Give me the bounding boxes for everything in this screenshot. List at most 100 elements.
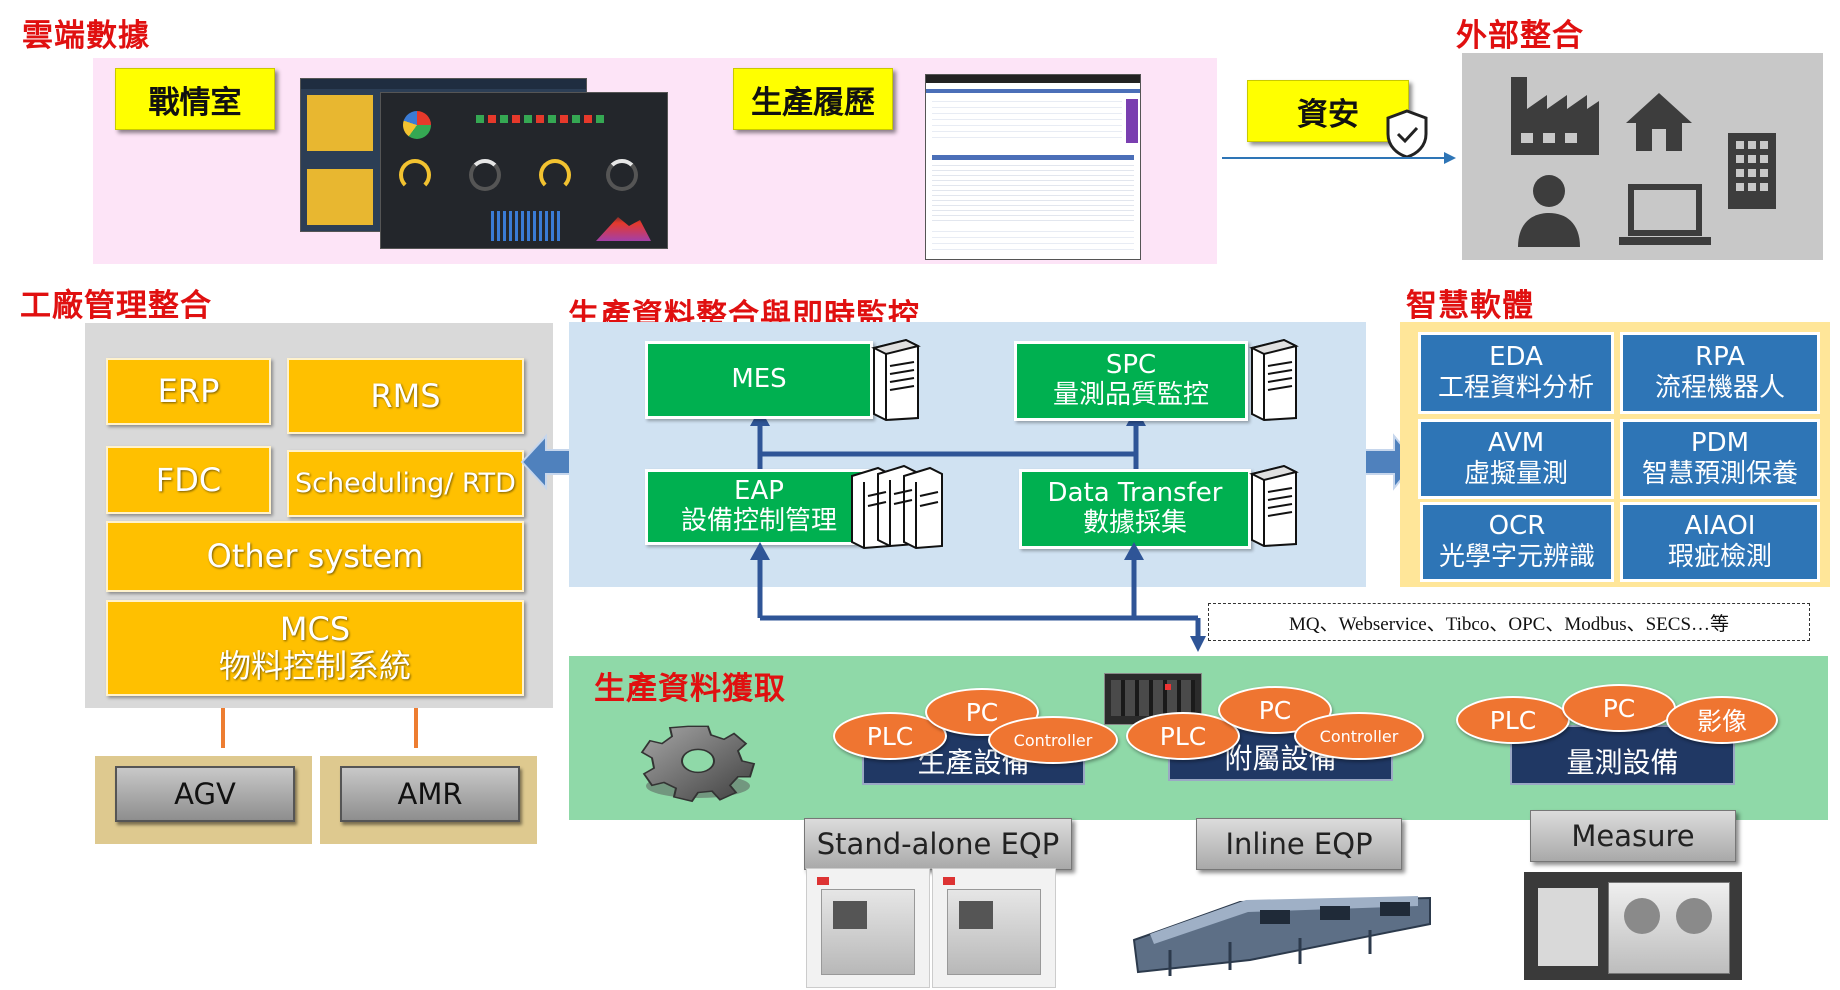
eap-subtitle: 設備控制管理 [680, 506, 837, 536]
person-icon [1518, 175, 1580, 247]
eap-label: EAP [734, 476, 784, 507]
erp-box: ERP [106, 358, 271, 425]
mes-label: MES [731, 364, 787, 395]
plc-oval-2: PLC [1126, 712, 1240, 760]
pc-label-2: PC [1258, 695, 1292, 725]
plc-label-2: PLC [1159, 721, 1207, 751]
factory-icon [1511, 77, 1599, 155]
production-history-label: 生產履歷 [733, 68, 893, 130]
eda-label: EDA [1489, 342, 1543, 373]
measure-eqp-text: Measure [1571, 819, 1695, 853]
rpa-label: RPA [1695, 342, 1745, 373]
agv-box: AGV [115, 766, 295, 822]
eda-subtitle: 工程資料分析 [1437, 373, 1594, 403]
other-system-box: Other system [106, 521, 524, 592]
pc-label: PC [965, 697, 999, 727]
pc-oval-3: PC [1562, 684, 1676, 732]
measurement-equipment-label: 量測設備 [1566, 746, 1679, 779]
pdm-label: PDM [1690, 428, 1750, 459]
mcs-box: MCS 物料控制系統 [106, 600, 524, 696]
amr-label: AMR [397, 777, 463, 811]
security-arrow [1222, 152, 1456, 164]
external-section-title: 外部整合 [1456, 18, 1584, 54]
acquisition-connectors [750, 542, 1206, 652]
protocols-label: MQ、Webservice、Tibco、OPC、Modbus、SECS…等 [1288, 613, 1730, 635]
scheduling-box: Scheduling/ RTD [287, 450, 524, 517]
data-transfer-box: Data Transfer 數據採集 [1019, 469, 1251, 549]
amr-box: AMR [340, 766, 520, 822]
rpa-subtitle: 流程機器人 [1654, 373, 1785, 403]
protocols-box: MQ、Webservice、Tibco、OPC、Modbus、SECS…等 [1208, 603, 1810, 641]
aiaoi-label: AIAOI [1684, 511, 1756, 542]
controller-label: Controller [1013, 730, 1093, 750]
controller-oval-2: Controller [1294, 712, 1424, 760]
mes-box: MES [645, 341, 873, 419]
measure-eqp-label: Measure [1530, 810, 1736, 862]
inline-eqp-image [1132, 896, 1431, 976]
ocr-label: OCR [1488, 511, 1546, 542]
laptop-icon [1619, 184, 1711, 245]
amr-connector [414, 708, 418, 748]
factory-section-title: 工廠管理整合 [20, 288, 212, 324]
data-transfer-label: Data Transfer [1047, 478, 1223, 509]
server-rack-icon [851, 464, 943, 550]
office-building-icon [1728, 133, 1776, 209]
inline-eqp-label: Inline EQP [1196, 818, 1402, 870]
other-system-label: Other system [206, 537, 424, 576]
spc-box: SPC 量測品質監控 [1014, 341, 1248, 421]
avm-subtitle: 虛擬量測 [1463, 459, 1568, 489]
cloud-section-title: 雲端數據 [22, 18, 150, 54]
server-icon [871, 338, 921, 422]
spc-subtitle: 量測品質監控 [1052, 380, 1209, 410]
war-room-label: 戰情室 [115, 68, 275, 130]
standalone-eqp-text: Stand-alone EQP [816, 827, 1060, 861]
pc-label-3: PC [1602, 693, 1636, 723]
erp-label: ERP [157, 372, 220, 411]
rms-label: RMS [370, 376, 441, 415]
plc-label: PLC [866, 721, 914, 751]
controller-oval: Controller [988, 716, 1118, 764]
image-label: 影像 [1696, 707, 1747, 736]
spc-label: SPC [1105, 350, 1157, 381]
smart-section-title: 智慧軟體 [1406, 288, 1534, 324]
plc-oval-3: PLC [1456, 696, 1570, 744]
server-icon-spc [1249, 338, 1299, 422]
measure-eqp-image [1524, 872, 1742, 980]
controller-label-2: Controller [1319, 726, 1399, 746]
inline-eqp-text: Inline EQP [1225, 827, 1373, 861]
image-oval: 影像 [1666, 696, 1778, 744]
acquisition-section-title: 生產資料獲取 [594, 671, 786, 707]
eap-box: EAP 設備控制管理 [645, 469, 873, 545]
standalone-eqp-image-1 [806, 868, 930, 988]
ocr-subtitle: 光學字元辨識 [1438, 542, 1595, 572]
production-history-screenshot [925, 74, 1141, 260]
standalone-eqp-image-2 [932, 868, 1056, 988]
rms-box: RMS [287, 358, 524, 434]
aiaoi-subtitle: 瑕疵檢測 [1667, 542, 1772, 572]
scheduling-label: Scheduling/ RTD [295, 467, 516, 499]
house-icon [1626, 93, 1692, 151]
mcs-label: MCS [279, 610, 351, 649]
server-icon-dt [1249, 464, 1299, 548]
dashboard-screenshot-front [380, 92, 668, 249]
plc-oval: PLC [833, 712, 947, 760]
plc-label-3: PLC [1489, 705, 1537, 735]
pdm-subtitle: 智慧預測保養 [1641, 459, 1798, 489]
gear-icon [640, 725, 756, 803]
avm-label: AVM [1487, 428, 1545, 459]
security-label: 資安 [1247, 80, 1409, 142]
mcs-subtitle: 物料控制系統 [218, 647, 411, 685]
agv-label: AGV [174, 777, 236, 811]
external-integration-panel [1462, 53, 1823, 260]
fdc-box: FDC [106, 446, 271, 514]
agv-connector [221, 708, 225, 748]
standalone-eqp-label: Stand-alone EQP [804, 818, 1072, 870]
data-transfer-subtitle: 數據採集 [1082, 508, 1187, 538]
fdc-label: FDC [155, 460, 222, 499]
